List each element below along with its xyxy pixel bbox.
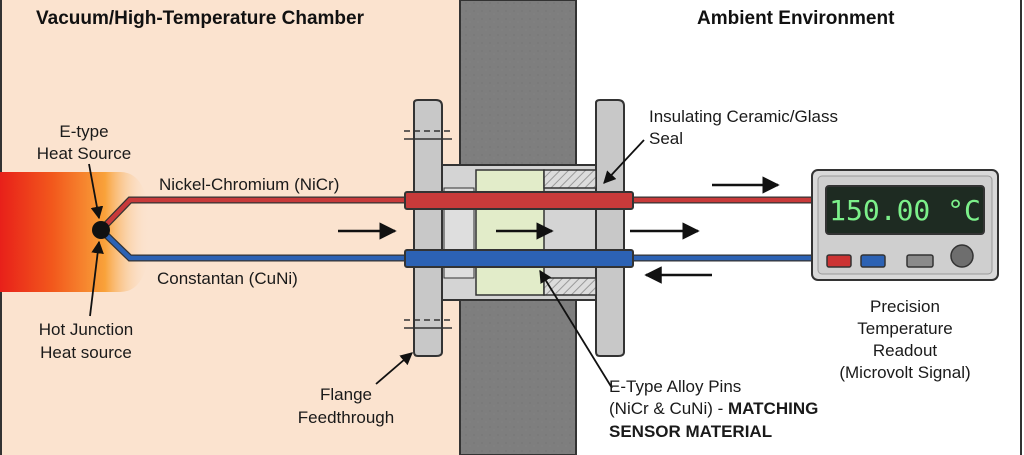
nicr-wire: [99, 197, 405, 232]
readout-label-line1: Precision: [870, 297, 940, 316]
hot-junction-label-line1: Hot Junction: [39, 320, 134, 339]
lcd-reading: 150.00 °C: [829, 194, 981, 227]
control-knob[interactable]: [950, 244, 974, 268]
signal-flow-arrows: [338, 176, 780, 284]
seal-label-line1: Insulating Ceramic/Glass: [649, 107, 838, 126]
blue-button[interactable]: [860, 254, 886, 268]
cuni-wire: [99, 228, 405, 261]
pins-label-line2-bold: MATCHING: [728, 399, 818, 418]
pins-label-line2: (NiCr & CuNi) - MATCHING: [609, 399, 818, 418]
pins-label-line3: SENSOR MATERIAL: [609, 422, 772, 441]
red-button[interactable]: [826, 254, 852, 268]
gray-button[interactable]: [906, 254, 934, 268]
nicr-pin: [404, 191, 634, 210]
readout-label-line2: Temperature: [857, 319, 952, 338]
pins-label-line2-normal: (NiCr & CuNi) -: [609, 399, 728, 418]
lcd-display: [825, 185, 985, 235]
flange-label-line2: Feedthrough: [298, 408, 394, 427]
cuni-wire-label: Constantan (CuNi): [157, 269, 298, 288]
pins-label-line1: E-Type Alloy Pins: [609, 377, 741, 396]
hot-junction-dot: [92, 221, 110, 239]
readout-label-line4: (Microvolt Signal): [839, 363, 970, 382]
nicr-wire-label: Nickel-Chromium (NiCr): [159, 175, 339, 194]
flange-label-line1: Flange: [320, 385, 372, 404]
heat-source-glow: [0, 172, 150, 292]
ambient-header: Ambient Environment: [697, 8, 895, 29]
cuni-pin: [404, 249, 634, 268]
heat-source-label-line1: E-type: [59, 122, 108, 141]
hot-junction-label-line2: Heat source: [40, 343, 132, 362]
thermocouple-wires: [98, 196, 812, 262]
temperature-readout-device: 150.00 °C: [811, 169, 999, 281]
readout-label-line3: Readout: [873, 341, 938, 360]
label-leader-lines: [88, 139, 645, 389]
heat-source-label-line2: Heat Source: [37, 144, 132, 163]
seal-label-line2: Seal: [649, 129, 683, 148]
insulating-seal: [443, 169, 597, 296]
chamber-header: Vacuum/High-Temperature Chamber: [36, 8, 365, 29]
